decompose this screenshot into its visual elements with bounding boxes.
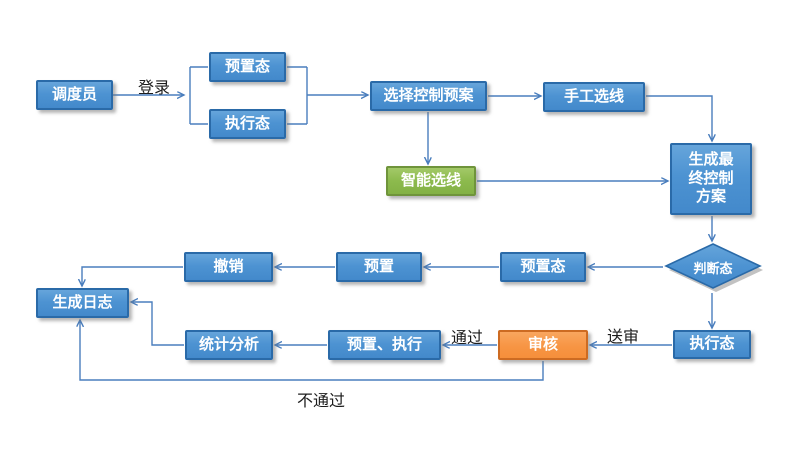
edge-label-login: 登录 <box>137 80 170 97</box>
node-dispatcher-label: 调度员 <box>51 85 97 103</box>
edge-label-pass: 通过 <box>450 330 483 347</box>
node-exec-state-bottom-label: 执行态 <box>689 335 735 353</box>
node-generate-final-control-scheme: 生成最终控制方案 <box>670 143 752 215</box>
edge-label-submit-review: 送审 <box>606 329 639 346</box>
node-revoke: 撤销 <box>184 252 273 282</box>
node-exec-state-bottom: 执行态 <box>673 330 751 359</box>
node-statistical-analysis-label: 统计分析 <box>198 335 259 353</box>
edge-label-fail: 不通过 <box>296 393 345 410</box>
node-intelligent-line-selection: 智能选线 <box>386 166 476 196</box>
node-exec-state-top-label: 执行态 <box>224 114 270 132</box>
node-generate-final-control-scheme-label: 生成最终控制方案 <box>688 150 734 206</box>
node-review: 审核 <box>498 330 588 360</box>
node-preset-state-top-label: 预置态 <box>224 57 270 75</box>
node-select-control-plan-label: 选择控制预案 <box>383 86 474 104</box>
node-preset-execute-label: 预置、执行 <box>346 335 422 353</box>
node-exec-state-top: 执行态 <box>209 109 286 139</box>
node-preset-state-mid-label: 预置态 <box>520 257 566 275</box>
node-intelligent-line-selection-label: 智能选线 <box>400 171 461 189</box>
node-preset-execute: 预置、执行 <box>328 330 441 360</box>
node-generate-log-label: 生成日志 <box>52 293 113 311</box>
node-manual-line-selection-label: 手工选线 <box>563 87 624 105</box>
node-preset: 预置 <box>336 252 422 282</box>
node-manual-line-selection: 手工选线 <box>543 82 645 112</box>
node-preset-state-top: 预置态 <box>209 52 286 82</box>
node-revoke-label: 撤销 <box>213 257 244 275</box>
node-generate-log: 生成日志 <box>36 288 129 318</box>
node-judge-state-label: 判断态 <box>693 260 733 276</box>
node-preset-label: 预置 <box>363 257 394 275</box>
node-preset-state-mid: 预置态 <box>500 252 586 282</box>
node-judge-state-diamond: 判断态 <box>662 242 764 292</box>
node-review-label: 审核 <box>527 335 558 353</box>
node-statistical-analysis: 统计分析 <box>185 330 273 360</box>
node-dispatcher: 调度员 <box>36 80 113 110</box>
node-select-control-plan: 选择控制预案 <box>370 81 487 111</box>
diamond-shape <box>664 243 763 292</box>
